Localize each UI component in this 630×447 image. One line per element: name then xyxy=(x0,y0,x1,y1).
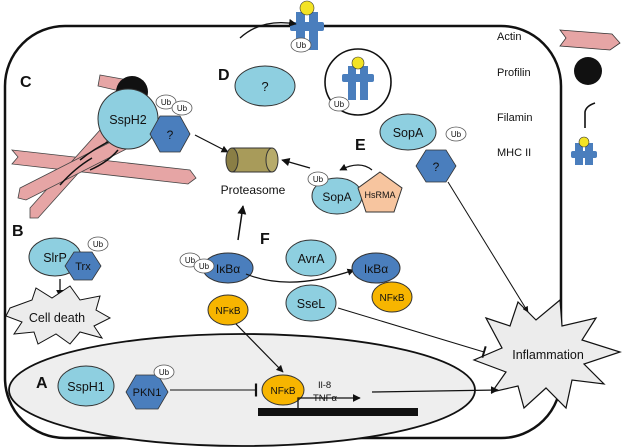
trx-label: Trx xyxy=(75,261,91,273)
pkn1-label: PKN1 xyxy=(133,387,162,399)
proteasome-label: Proteasome xyxy=(221,183,286,197)
mhc-ubiquitination-arrow xyxy=(239,18,297,39)
unknown-effector-d xyxy=(234,65,296,107)
unknown-target-c-label: ? xyxy=(167,128,174,142)
sopa-bottom-label: SopA xyxy=(322,190,351,204)
nfkb-bound-protein xyxy=(371,281,413,313)
nfkb-bound-label: NFκB xyxy=(380,293,405,304)
mhc-internalized-icon xyxy=(342,56,374,100)
ub-tag-label: Ub xyxy=(93,240,104,249)
tnfa-label: TNFα xyxy=(313,393,337,404)
ikba-free-label: IκBα xyxy=(364,262,388,276)
transcription-arrow xyxy=(297,394,361,408)
hsrma-ubiquitination-arrow xyxy=(339,163,373,171)
ub-tag-label: Ub xyxy=(177,104,188,113)
inflammation-label: Inflammation xyxy=(512,348,584,362)
e-to-proteasome-arrow xyxy=(281,158,311,169)
ssel-inhibition-line xyxy=(337,307,487,359)
legend-actin-label: Actin xyxy=(497,31,521,43)
hsrma-label: HsRMA xyxy=(365,190,396,200)
ub-tag-label: Ub xyxy=(313,175,324,184)
hsrma-protein xyxy=(357,171,403,213)
trx-protein xyxy=(64,251,102,281)
ikba-free-protein xyxy=(351,252,401,284)
panel-label-c: C xyxy=(20,74,32,91)
panel-label-d: D xyxy=(218,67,230,84)
ub-tag xyxy=(153,364,175,380)
nfkb-nucleus xyxy=(261,374,305,406)
ub-tag-label: Ub xyxy=(296,41,307,50)
ub-tag-label: Ub xyxy=(199,262,210,271)
legend-profilin-label: Profilin xyxy=(497,67,531,79)
panel-label-a: A xyxy=(36,375,48,392)
ub-tag-label: Ub xyxy=(451,130,462,139)
ssph1-protein xyxy=(57,365,115,407)
sopa-protein-top xyxy=(379,113,437,151)
ub-tag-label: Ub xyxy=(334,100,345,109)
cytokine-to-inflammation-arrow xyxy=(371,386,499,395)
avra-protein xyxy=(285,239,337,277)
ssel-label: SseL xyxy=(297,297,326,311)
panel-label-e: E xyxy=(355,137,366,154)
ub-tag xyxy=(307,171,329,187)
ub-tag xyxy=(171,100,193,116)
il8-label: Il-8 xyxy=(318,380,331,391)
profilin-legend-icon xyxy=(574,57,602,85)
ub-tag xyxy=(87,236,109,252)
inflammation-burst xyxy=(472,298,622,410)
avra-label: AvrA xyxy=(298,252,326,266)
nfkb-cytoplasm xyxy=(207,294,249,326)
ub-tag-label: Ub xyxy=(185,256,196,265)
filamin-c xyxy=(59,157,93,186)
nfkb-translocation-arrow xyxy=(235,323,284,373)
ssel-protein xyxy=(285,284,337,322)
cell-death-burst xyxy=(5,285,112,345)
dna-strand xyxy=(258,408,418,416)
slrp-label: SlrP xyxy=(43,251,67,265)
mhc-legend-icon xyxy=(571,136,597,165)
panel-label-f: F xyxy=(260,231,270,248)
panel-label-b: B xyxy=(12,223,24,240)
unknown-target-c xyxy=(149,115,191,153)
proteasome-icon xyxy=(225,147,279,173)
actin-legend-icon xyxy=(559,29,621,51)
ikba-label: IκBα xyxy=(216,262,240,276)
c-to-proteasome-arrow xyxy=(194,134,229,153)
nfkb-nucleus-label: NFκB xyxy=(271,386,296,397)
unknown-effector-d-label: ? xyxy=(261,79,268,94)
cell-death-label: Cell death xyxy=(29,311,85,325)
unknown-target-e-label: ? xyxy=(433,160,440,174)
ub-tag xyxy=(328,96,350,112)
filamin-c xyxy=(89,149,119,171)
ub-tag-label: Ub xyxy=(161,98,172,107)
mhc-surface-icon xyxy=(290,0,324,50)
ssph1-label: SspH1 xyxy=(67,380,105,394)
ssph2-label: SspH2 xyxy=(109,113,147,127)
ub-tag-label: Ub xyxy=(159,368,170,377)
legend-filamin-label: Filamin xyxy=(497,112,532,124)
ub-tag xyxy=(290,37,312,53)
deubiquitination-arrow xyxy=(245,268,355,283)
sopa-to-inflammation-arrow xyxy=(447,181,529,313)
ub-tag xyxy=(445,126,467,142)
ub-tag xyxy=(193,258,215,274)
legend-mhc-label: MHC II xyxy=(497,147,531,159)
ikba-to-proteasome-arrow xyxy=(237,205,247,241)
sopa-top-label: SopA xyxy=(393,126,424,140)
unknown-target-e xyxy=(415,149,457,183)
nfkb-cytoplasm-label: NFκB xyxy=(216,306,241,317)
filamin-legend-icon xyxy=(584,102,596,128)
